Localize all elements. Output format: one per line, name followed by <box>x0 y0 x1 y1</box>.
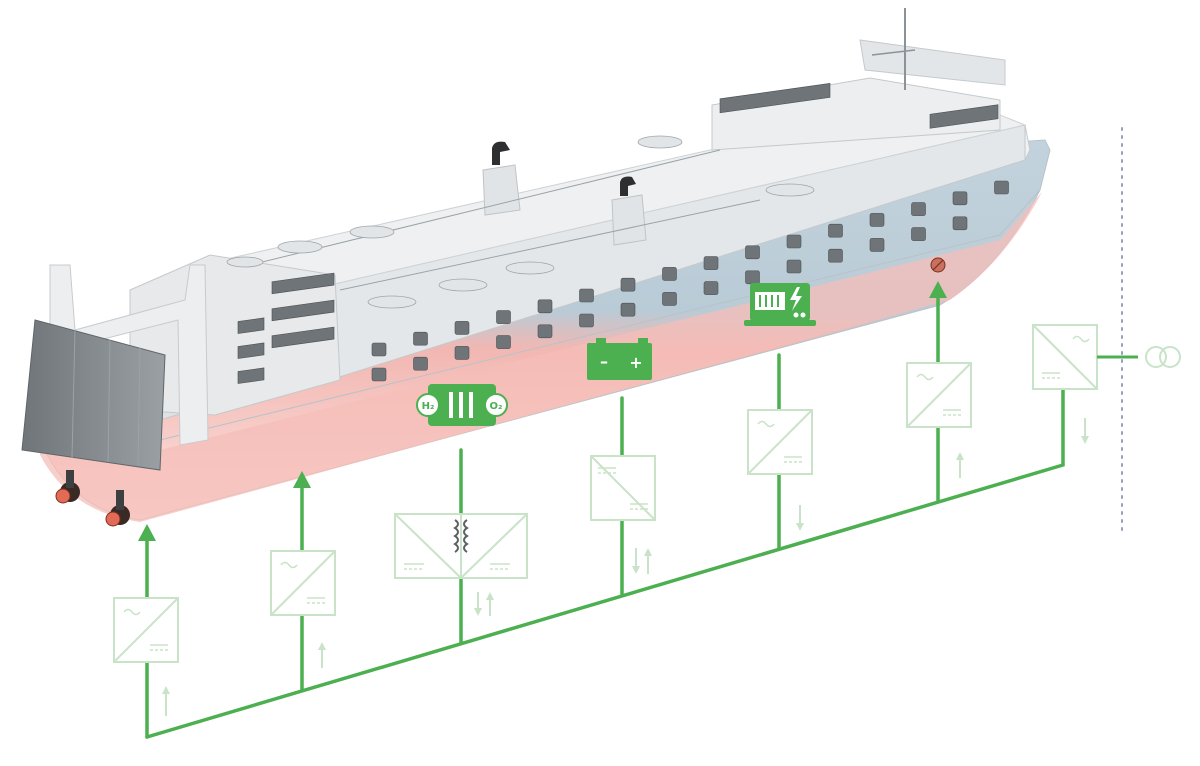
ship-windows <box>237 83 999 384</box>
ship-mast-arm <box>871 49 916 56</box>
hull-window <box>537 324 553 339</box>
lifeboats <box>226 135 815 309</box>
arrow-up-icon <box>293 471 311 488</box>
arrow-up-icon <box>644 548 652 574</box>
converter-generator <box>747 409 813 531</box>
arrow-down-icon <box>632 548 640 574</box>
converter-shore <box>1032 324 1098 444</box>
hull-window <box>911 202 926 216</box>
transformer-icon <box>453 519 469 553</box>
thruster-port <box>55 470 80 504</box>
arrow-up-icon <box>929 281 947 298</box>
arrow-down-icon <box>1081 418 1089 444</box>
hull-window <box>869 238 885 252</box>
hull-window <box>496 335 511 349</box>
arrow-up-icon <box>486 592 494 616</box>
hull-window <box>703 256 719 270</box>
arrow-up-icon <box>318 642 326 668</box>
converter-propulsion-starboard <box>270 550 336 668</box>
stern-ramp <box>21 319 166 471</box>
hull-window <box>454 321 470 335</box>
hull-window <box>413 356 428 371</box>
hull-window <box>620 277 636 292</box>
hull-window <box>413 331 428 346</box>
battery-icon: – + <box>587 338 652 380</box>
ship-bridge-top <box>859 39 1006 86</box>
thruster-starboard <box>105 490 130 527</box>
lightning-icon <box>790 287 802 311</box>
converter-bow-thruster <box>906 362 972 478</box>
hull-window <box>745 245 760 260</box>
hull-window <box>662 292 677 306</box>
hull-window <box>994 180 1009 195</box>
battery-plus-label: + <box>629 353 642 372</box>
hull-window <box>537 299 553 314</box>
hull-window <box>579 288 594 303</box>
hull-window <box>579 313 594 328</box>
converter-fuel-cell <box>394 513 528 616</box>
hull-window <box>745 270 760 285</box>
arrow-up-icon <box>956 452 964 478</box>
hull-window <box>496 310 511 324</box>
arrow-down-icon <box>474 592 482 616</box>
arrow-up-icon <box>138 524 156 541</box>
hull-window <box>952 216 968 231</box>
bow-thruster <box>930 257 946 273</box>
funnel-aft <box>482 164 521 216</box>
hull-window <box>828 248 843 263</box>
hull-window <box>454 346 470 360</box>
hull-window <box>662 267 677 281</box>
shore-connection <box>1097 127 1181 533</box>
hull-window <box>786 259 802 274</box>
hull-window <box>703 281 719 295</box>
hull-window <box>371 342 387 357</box>
converter-propulsion-port <box>113 597 179 716</box>
arrow-up-icon <box>162 686 170 716</box>
hull-window <box>371 367 387 382</box>
fuel-cell-icon: H₂ O₂ <box>416 384 508 426</box>
shore-connection-icon <box>1145 346 1181 368</box>
hull-window <box>620 302 636 317</box>
arrow-down-icon <box>796 505 804 531</box>
hull-window <box>869 213 885 227</box>
hull-window <box>828 223 843 238</box>
converter-battery <box>590 455 656 574</box>
funnel-fwd <box>611 194 647 246</box>
ship <box>21 8 1051 527</box>
funnel-aft-pipe <box>492 141 510 165</box>
hull-windows <box>371 180 1009 382</box>
hull-window <box>952 191 968 206</box>
hull-window <box>786 234 802 249</box>
h2-label: H₂ <box>422 401 435 412</box>
funnel-fwd-pipe <box>620 176 636 196</box>
generator-icon <box>744 283 816 326</box>
o2-label: O₂ <box>490 401 503 412</box>
hull-window <box>911 227 926 241</box>
battery-minus-label: – <box>600 352 608 371</box>
ship-hull-bottom <box>40 192 1042 522</box>
main-bus-line <box>145 386 1065 739</box>
